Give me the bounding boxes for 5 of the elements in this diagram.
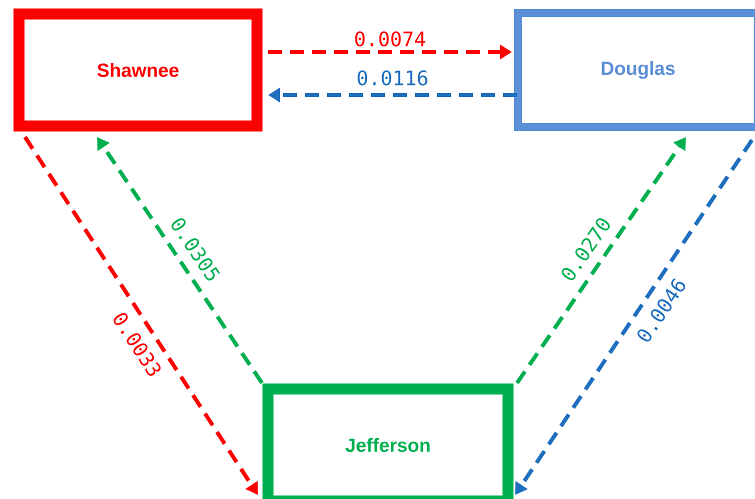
edge-label: 0.0116	[358, 70, 428, 86]
county-box: Douglas	[514, 9, 755, 131]
county-box: Shawnee	[14, 8, 262, 132]
county-box: Jefferson	[262, 384, 514, 499]
edge-label: 0.0074	[355, 31, 426, 46]
